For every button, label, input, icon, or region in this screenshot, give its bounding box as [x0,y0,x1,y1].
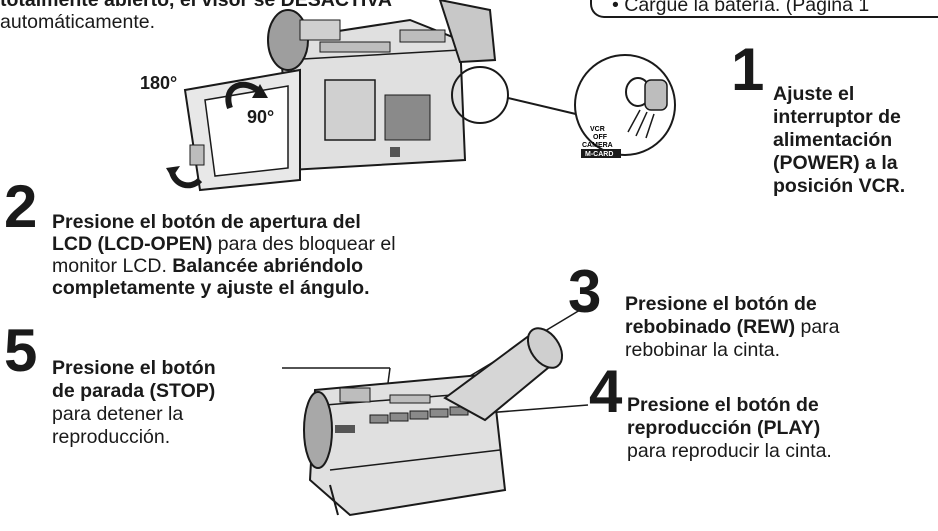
camcorder-open-lcd-illustration [166,0,497,192]
step-2-number: 2 [4,173,38,240]
top-left-note-line2: automáticamente. [0,11,156,33]
switch-label-camera: CAMERA [582,142,613,149]
step-5-normal3: para detener la [52,403,184,425]
step-1-line: interruptor de [773,106,901,128]
step-5-bold2: de parada (STOP) [52,380,216,402]
step-1-line: alimentación [773,129,893,151]
step-4-bold1: Presione el botón de [627,394,819,416]
step-4-number: 4 [589,358,623,425]
step-5-normal4: reproducción. [52,426,171,448]
step-2-normal3: monitor LCD. [52,255,173,277]
step-2-bold3: Balancée abriéndolo [172,255,364,277]
top-left-note: totalmente abierto, el visor se DESACTIV… [0,0,392,33]
step-4-bold2: reproducción (PLAY) [627,417,821,439]
step-5-text: Presione el botón de parada (STOP) para … [52,357,216,449]
label-90-degrees: 90° [247,107,275,127]
rotate-180-arrow [225,81,263,109]
step-1-line: posición VCR. [773,175,906,197]
battery-note: • Cargue la batería. (Página 1 [612,0,870,16]
battery-note-box [590,0,938,18]
transport-buttons [369,394,469,424]
switch-label-vcr: VCR [590,126,605,133]
label-180-degrees: 180° [140,73,178,93]
step-3-bold2: rebobinado (REW) [625,316,796,338]
viewfinder [438,0,497,64]
step-3-normal2: para [795,316,840,338]
step-1-line: (POWER) a la [773,152,898,174]
step-3-bold1: Presione el botón de [625,293,817,315]
step-3-number: 3 [568,258,602,325]
switch-label-mcard: M-CARD [585,151,613,158]
step-1-number: 1 [731,36,765,103]
step-5-bold1: Presione el botón [52,357,216,379]
switch-label-off: OFF [593,134,608,141]
lcd-screen [204,85,289,177]
step-2-text: Presione el botón de apertura del LCD (L… [52,211,396,299]
rotate-90-arrow [169,170,203,189]
step-2-bold2: LCD (LCD-OPEN) [52,233,213,255]
step-2-bold1: Presione el botón de apertura del [52,211,361,233]
step-3-text: Presione el botón de rebobinado (REW) pa… [625,293,840,362]
speaker-grille [384,94,431,141]
camcorder-playback-illustration [282,309,589,517]
lens-ring-lower [303,391,333,469]
step-4-normal3: para reproducir la cinta. [627,440,832,462]
step-4-text: Presione el botón de reproducción (PLAY)… [627,394,832,463]
step-1-text: Ajuste el interruptor de alimentación (P… [773,83,905,198]
step-3-normal3: rebobinar la cinta. [625,339,781,361]
power-switch-callout: VCR OFF CAMERA M-CARD [451,54,676,158]
step-2-bold4: completamente y ajuste el ángulo. [52,277,370,299]
step-1-line: Ajuste el [773,83,855,105]
step-2-normal2: para des bloquear el [212,233,396,255]
top-left-note-line1: totalmente abierto, el visor se DESACTIV… [0,0,392,11]
step-5-number: 5 [4,317,38,384]
